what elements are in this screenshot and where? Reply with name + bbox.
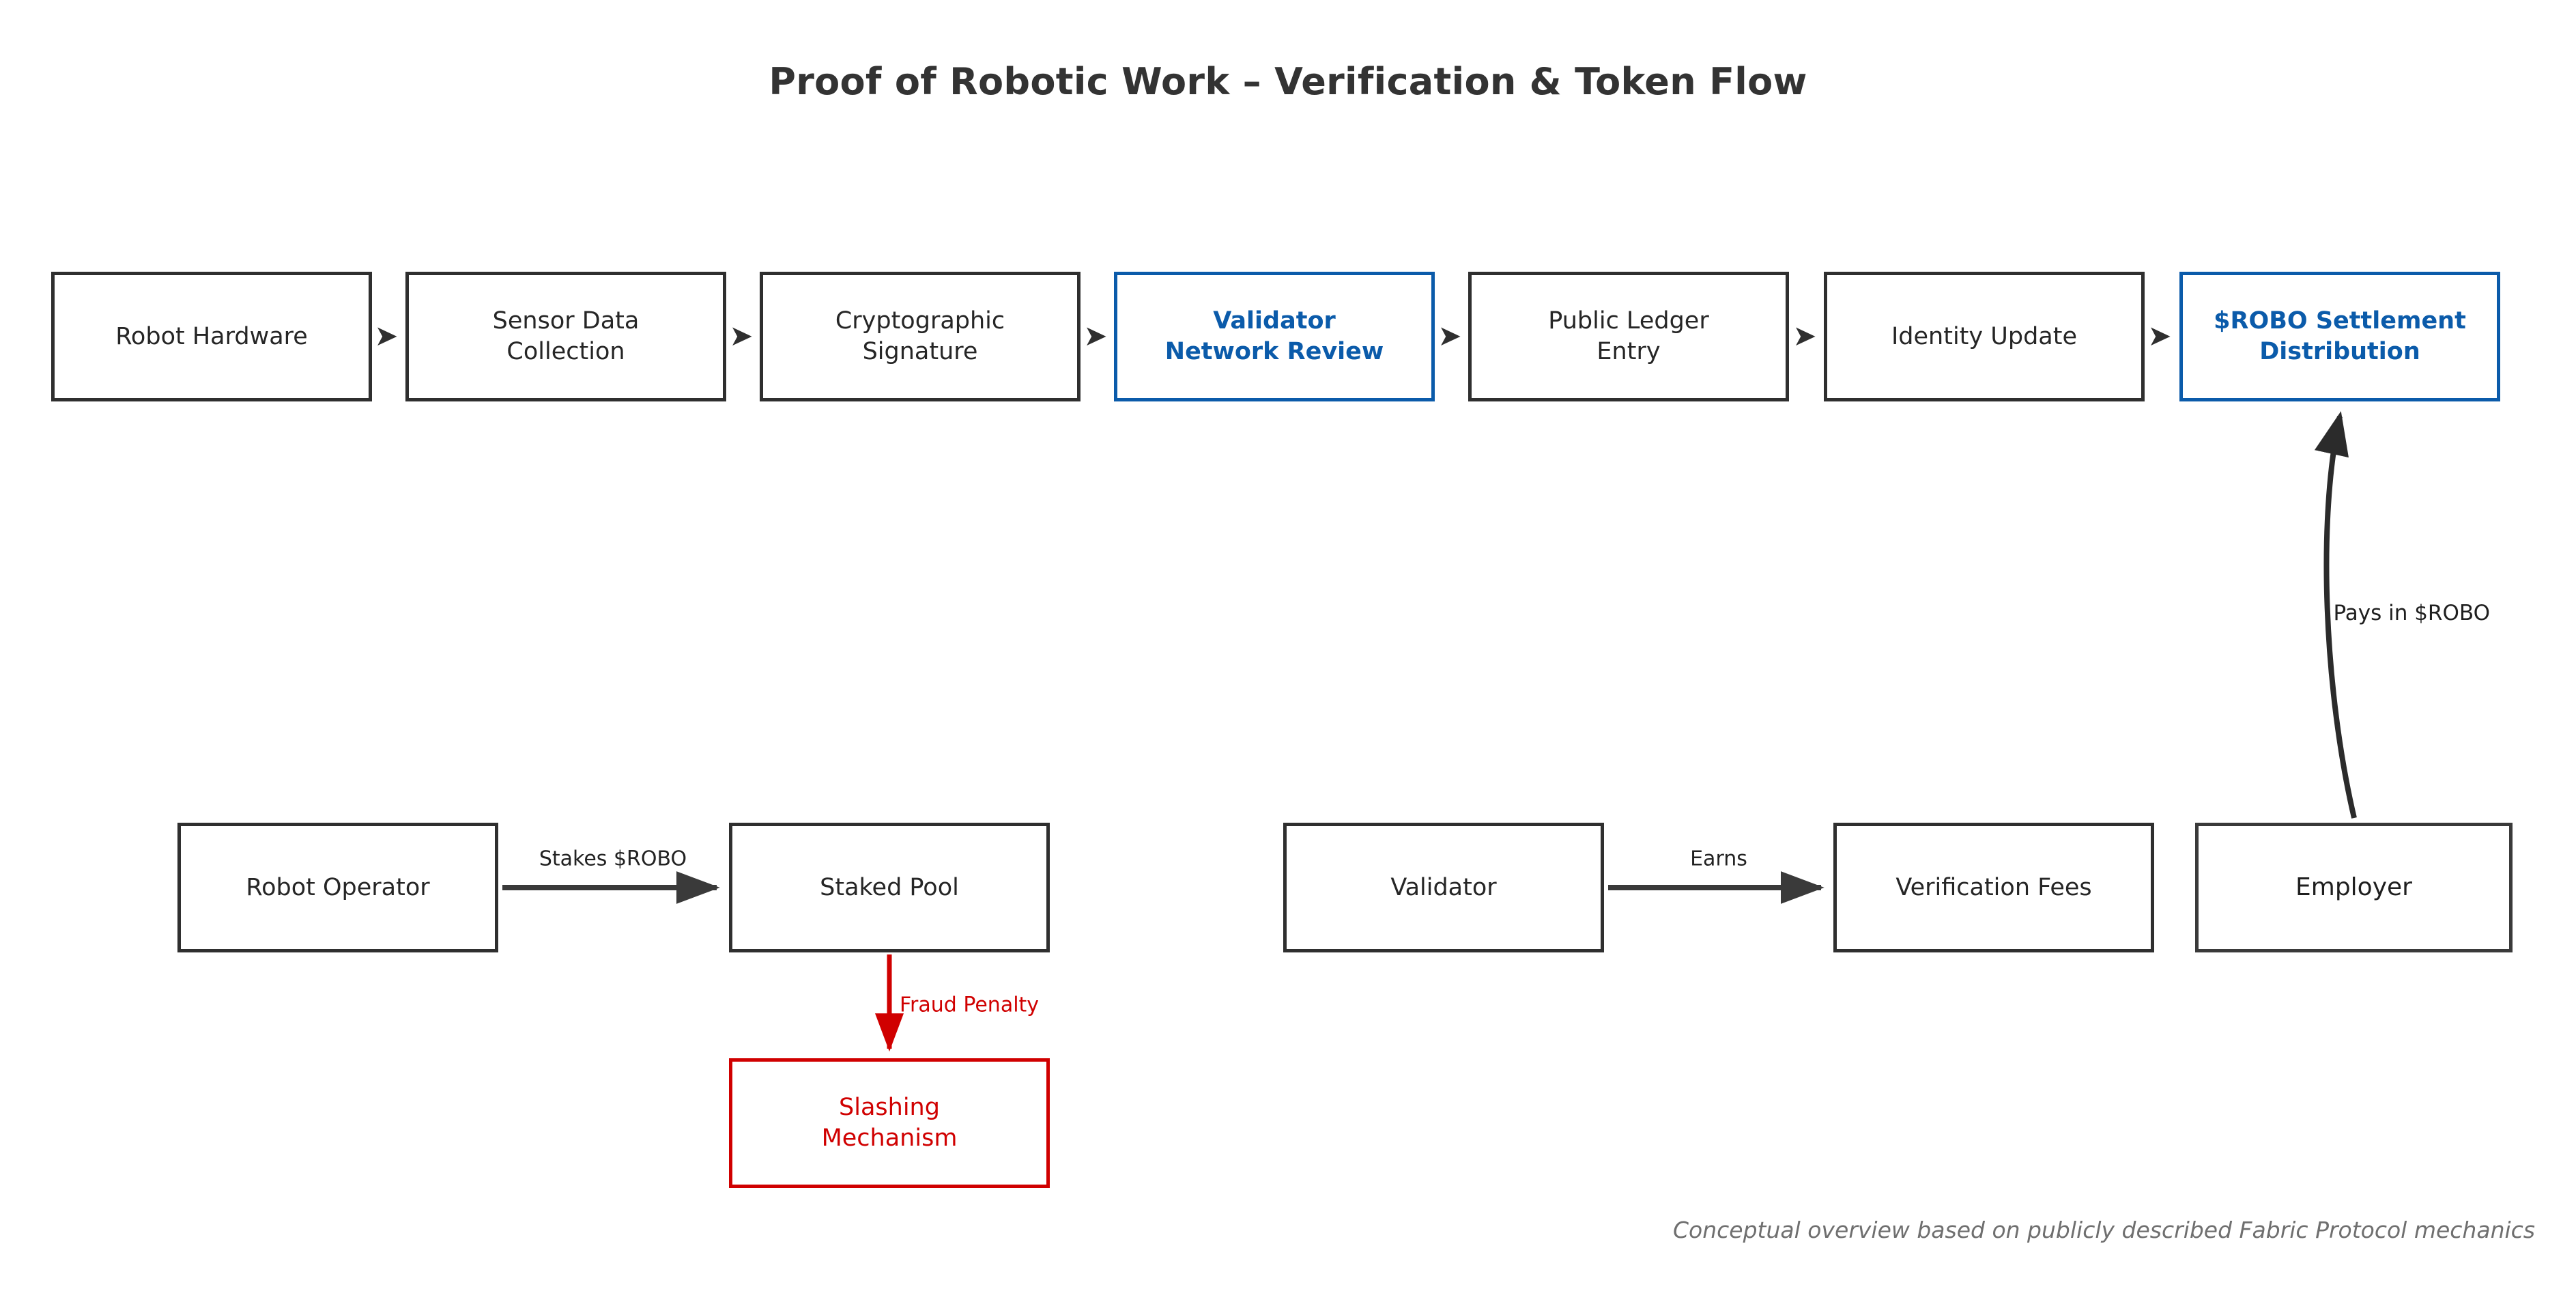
chevron-right-icon: ➤	[374, 319, 399, 352]
node-cryptographic-signature[interactable]: Cryptographic Signature	[760, 272, 1081, 401]
chevron-right-icon: ➤	[1792, 319, 1817, 352]
edge-label-fraud-penalty: Fraud Penalty	[899, 993, 1040, 1017]
chevron-right-icon: ➤	[1437, 319, 1462, 352]
node-label: Robot Hardware	[115, 322, 308, 350]
edge-label-pays-in-robo: Pays in $ROBO	[2333, 601, 2490, 625]
node-employer[interactable]: Employer	[2195, 823, 2513, 952]
node-public-ledger-entry[interactable]: Public Ledger Entry	[1468, 272, 1789, 401]
edge-label-stakes-robo: Stakes $ROBO	[539, 847, 687, 871]
node-staked-pool[interactable]: Staked Pool	[729, 823, 1050, 952]
node-label: Validator	[1390, 873, 1497, 901]
node-label: $ROBO Settlement Distribution	[2214, 307, 2466, 365]
chevron-right-icon: ➤	[729, 319, 754, 352]
node-label: Staked Pool	[820, 873, 959, 901]
node-verification-fees[interactable]: Verification Fees	[1833, 823, 2154, 952]
footnote-caption: Conceptual overview based on publicly de…	[1673, 1217, 2535, 1243]
node-sensor-data-collection[interactable]: Sensor Data Collection	[405, 272, 726, 401]
node-validator[interactable]: Validator	[1283, 823, 1604, 952]
node-label: Cryptographic Signature	[835, 307, 1005, 365]
node-validator-network-review[interactable]: Validator Network Review	[1114, 272, 1435, 401]
node-label: Sensor Data Collection	[492, 307, 640, 365]
node-robot-hardware[interactable]: Robot Hardware	[51, 272, 372, 401]
node-label: Verification Fees	[1895, 873, 2092, 901]
chevron-right-icon: ➤	[1083, 319, 1108, 352]
node-label: Validator Network Review	[1164, 307, 1384, 365]
node-identity-update[interactable]: Identity Update	[1824, 272, 2145, 401]
page-title: Proof of Robotic Work – Verification & T…	[769, 60, 1807, 103]
node-label: Identity Update	[1891, 322, 2078, 350]
node-label: Robot Operator	[246, 873, 430, 901]
node-robot-operator[interactable]: Robot Operator	[177, 823, 498, 952]
node-slashing-mechanism[interactable]: Slashing Mechanism	[729, 1058, 1050, 1188]
node-robo-settlement-distribution[interactable]: $ROBO Settlement Distribution	[2179, 272, 2500, 401]
chevron-right-icon: ➤	[2147, 319, 2172, 352]
node-label: Public Ledger Entry	[1548, 307, 1709, 365]
edge-label-earns: Earns	[1690, 847, 1747, 871]
node-label: Slashing Mechanism	[821, 1094, 958, 1152]
node-label: Employer	[2295, 873, 2412, 901]
